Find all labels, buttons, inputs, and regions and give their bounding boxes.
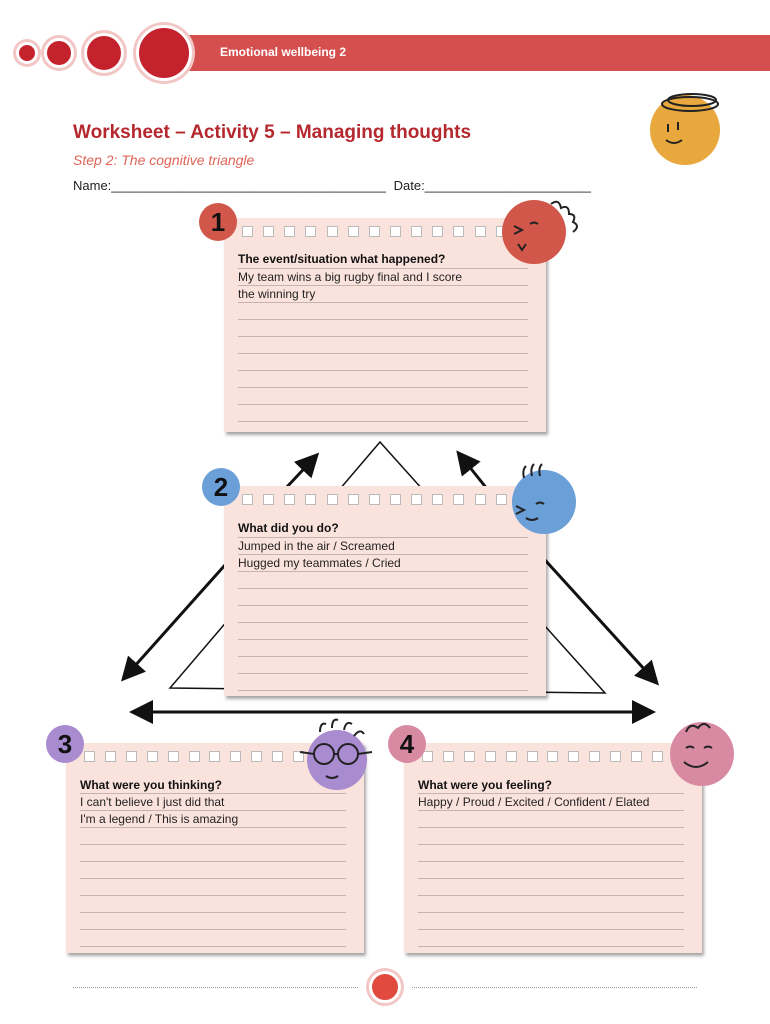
badge-3: 3 bbox=[46, 725, 84, 763]
action-card: What did you do? Jumped in the air / Scr… bbox=[224, 486, 546, 696]
step-subtitle: Step 2: The cognitive triangle bbox=[73, 152, 255, 168]
badge-2: 2 bbox=[202, 468, 240, 506]
footer-divider-left bbox=[73, 987, 358, 988]
footer-divider-right bbox=[412, 987, 697, 988]
event-answer-lines[interactable]: My team wins a big rugby final and I sco… bbox=[238, 252, 528, 422]
header-dot-2 bbox=[44, 38, 74, 68]
header-dot-1 bbox=[16, 42, 38, 64]
date-field[interactable]: Date:_______________________ bbox=[393, 178, 592, 193]
badge-4: 4 bbox=[388, 725, 426, 763]
header-bar bbox=[140, 35, 770, 71]
feeling-question: What were you feeling? bbox=[418, 778, 553, 792]
answer-line: Hugged my teammates / Cried bbox=[238, 555, 528, 572]
header-title: Emotional wellbeing 2 bbox=[220, 45, 347, 59]
event-card: The event/situation what happened? My te… bbox=[224, 218, 546, 432]
card-holes bbox=[242, 226, 528, 237]
blue-face-icon bbox=[512, 463, 576, 534]
card-holes bbox=[422, 751, 684, 762]
card-holes bbox=[84, 751, 346, 762]
answer-line: I'm a legend / This is amazing bbox=[80, 811, 346, 828]
answer-line: the winning try bbox=[238, 286, 528, 303]
thinking-answer-lines[interactable]: I can't believe I just did that I'm a le… bbox=[80, 777, 346, 947]
pink-face-icon bbox=[670, 722, 734, 786]
answer-line: Happy / Proud / Excited / Confident / El… bbox=[418, 794, 684, 811]
feeling-card: What were you feeling? Happy / Proud / E… bbox=[404, 743, 702, 953]
header-dot-4 bbox=[136, 25, 192, 81]
answer-line: I can't believe I just did that bbox=[80, 794, 346, 811]
thinking-card: What were you thinking? I can't believe … bbox=[66, 743, 364, 953]
action-question: What did you do? bbox=[238, 521, 339, 535]
purple-glasses-face-icon bbox=[299, 718, 373, 790]
name-date-row: Name:___________________________________… bbox=[73, 178, 591, 193]
red-curly-face-icon bbox=[502, 200, 578, 264]
card-holes bbox=[242, 494, 528, 505]
event-question: The event/situation what happened? bbox=[238, 252, 446, 266]
footer-dot bbox=[369, 971, 401, 1003]
page-title: Worksheet – Activity 5 – Managing though… bbox=[73, 122, 472, 143]
header-dot-3 bbox=[84, 33, 124, 73]
answer-line: Jumped in the air / Screamed bbox=[238, 538, 528, 555]
answer-line: My team wins a big rugby final and I sco… bbox=[238, 269, 528, 286]
action-answer-lines[interactable]: Jumped in the air / Screamed Hugged my t… bbox=[238, 521, 528, 691]
feeling-answer-lines[interactable]: Happy / Proud / Excited / Confident / El… bbox=[418, 777, 684, 947]
name-field[interactable]: Name:___________________________________… bbox=[73, 178, 387, 193]
badge-1: 1 bbox=[199, 203, 237, 241]
thinking-question: What were you thinking? bbox=[80, 778, 223, 792]
yellow-face-icon bbox=[650, 93, 720, 165]
